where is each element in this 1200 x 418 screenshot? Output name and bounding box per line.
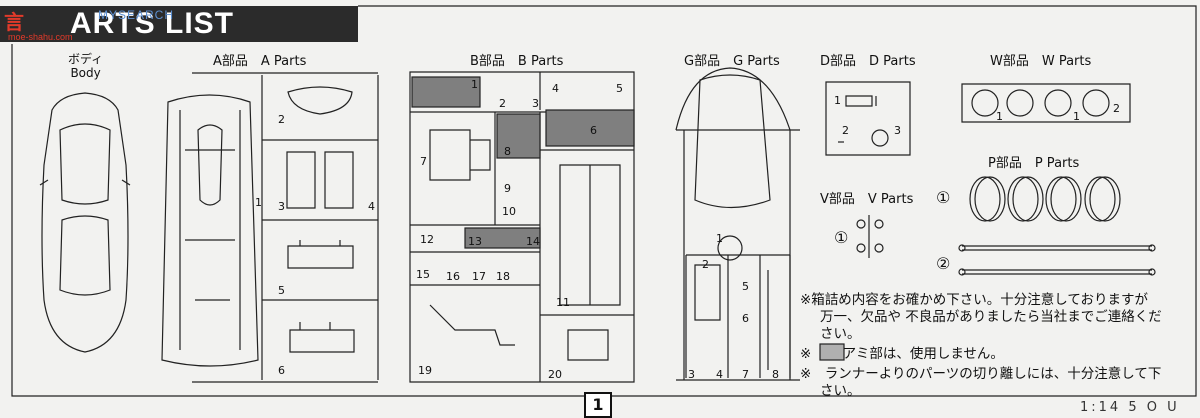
b-part-number: 20 <box>548 368 562 381</box>
g-parts-title: G部品 G Parts <box>684 54 780 69</box>
w-part-number: 1 <box>1073 110 1080 123</box>
body-title-en: Body <box>70 66 101 80</box>
b-parts-title: B部品 B Parts <box>470 54 564 69</box>
b-part-number: 14 <box>526 235 540 248</box>
p-part-number: ① <box>936 188 951 207</box>
footer-text: 1:14 5 O U <box>1080 400 1180 415</box>
p-parts-title: P部品 P Parts <box>988 156 1080 171</box>
a-part-number: 4 <box>368 200 375 213</box>
b-part-number: 12 <box>420 233 434 246</box>
g-part-number: 6 <box>742 312 749 325</box>
w-parts-drawing <box>961 83 1131 123</box>
w-parts-title: W部品 W Parts <box>990 54 1092 69</box>
b-part-number: 4 <box>552 82 559 95</box>
watermark-logo: 言 <box>4 12 24 34</box>
a-parts-title: A部品 A Parts <box>213 54 307 69</box>
b-part-number: 6 <box>590 124 597 137</box>
a-part-number: 5 <box>278 284 285 297</box>
b-part-number: 2 <box>499 97 506 110</box>
v-parts-title: V部品 V Parts <box>820 192 914 207</box>
a-part-number: 3 <box>278 200 285 213</box>
d-part-number: 3 <box>894 124 901 137</box>
b-part-number: 17 <box>472 270 486 283</box>
g-part-number: 5 <box>742 280 749 293</box>
g-parts-drawing <box>675 67 800 381</box>
a-part-number: 6 <box>278 364 285 377</box>
g-part-number: 2 <box>702 258 709 271</box>
w-part-number: 2 <box>1113 102 1120 115</box>
g-part-number: 7 <box>742 368 749 381</box>
d-parts-drawing <box>825 81 911 156</box>
parts-list-header: ARTS LIST <box>0 6 358 42</box>
d-part-number: 2 <box>842 124 849 137</box>
a-part-number: 1 <box>255 196 262 209</box>
w-part-number: 1 <box>996 110 1003 123</box>
watermark-url: moe-shahu.com <box>8 32 73 42</box>
b-part-number: 18 <box>496 270 510 283</box>
a-parts-drawing <box>161 72 379 383</box>
g-part-number: 8 <box>772 368 779 381</box>
note-line: 万一、欠品や 不良品がありましたら当社までご連絡くだ <box>820 309 1162 325</box>
p-part-number: ② <box>936 254 951 273</box>
b-part-number: 10 <box>502 205 516 218</box>
note-line: さい。 <box>820 326 861 342</box>
p-parts-drawing <box>958 176 1156 276</box>
body-title-ja: ボディ <box>68 52 104 66</box>
note-line: ※ ランナーよりのパーツの切り離しには、十分注意して下 <box>800 366 1162 382</box>
b-part-number: 1 <box>471 78 478 91</box>
b-part-number: 8 <box>504 145 511 158</box>
b-part-number: 9 <box>504 182 511 195</box>
note-line: さい。 <box>820 383 861 399</box>
b-part-number: 19 <box>418 364 432 377</box>
v-parts-drawing <box>856 215 884 258</box>
v-part-number: ① <box>834 228 849 247</box>
note-line: ※ アミ部は、使用しません。 <box>800 346 1004 362</box>
g-part-number: 3 <box>688 368 695 381</box>
b-part-number: 7 <box>420 155 427 168</box>
b-part-number: 3 <box>532 97 539 110</box>
d-part-number: 1 <box>834 94 841 107</box>
page-number: 1 <box>584 392 612 418</box>
b-part-number: 13 <box>468 235 482 248</box>
g-part-number: 1 <box>716 232 723 245</box>
g-part-number: 4 <box>716 368 723 381</box>
note-line: ※箱詰め内容をお確かめ下さい。十分注意しておりますが <box>800 292 1149 308</box>
b-part-number: 15 <box>416 268 430 281</box>
watermark-brand: MYSEARCH <box>98 8 175 22</box>
b-part-number: 5 <box>616 82 623 95</box>
body-drawing <box>39 92 131 353</box>
header-title: ARTS LIST <box>70 7 234 40</box>
a-part-number: 2 <box>278 113 285 126</box>
body-section-title: ボディ Body <box>68 52 103 80</box>
b-part-number: 11 <box>556 296 570 309</box>
d-parts-title: D部品 D Parts <box>820 54 916 69</box>
b-part-number: 16 <box>446 270 460 283</box>
